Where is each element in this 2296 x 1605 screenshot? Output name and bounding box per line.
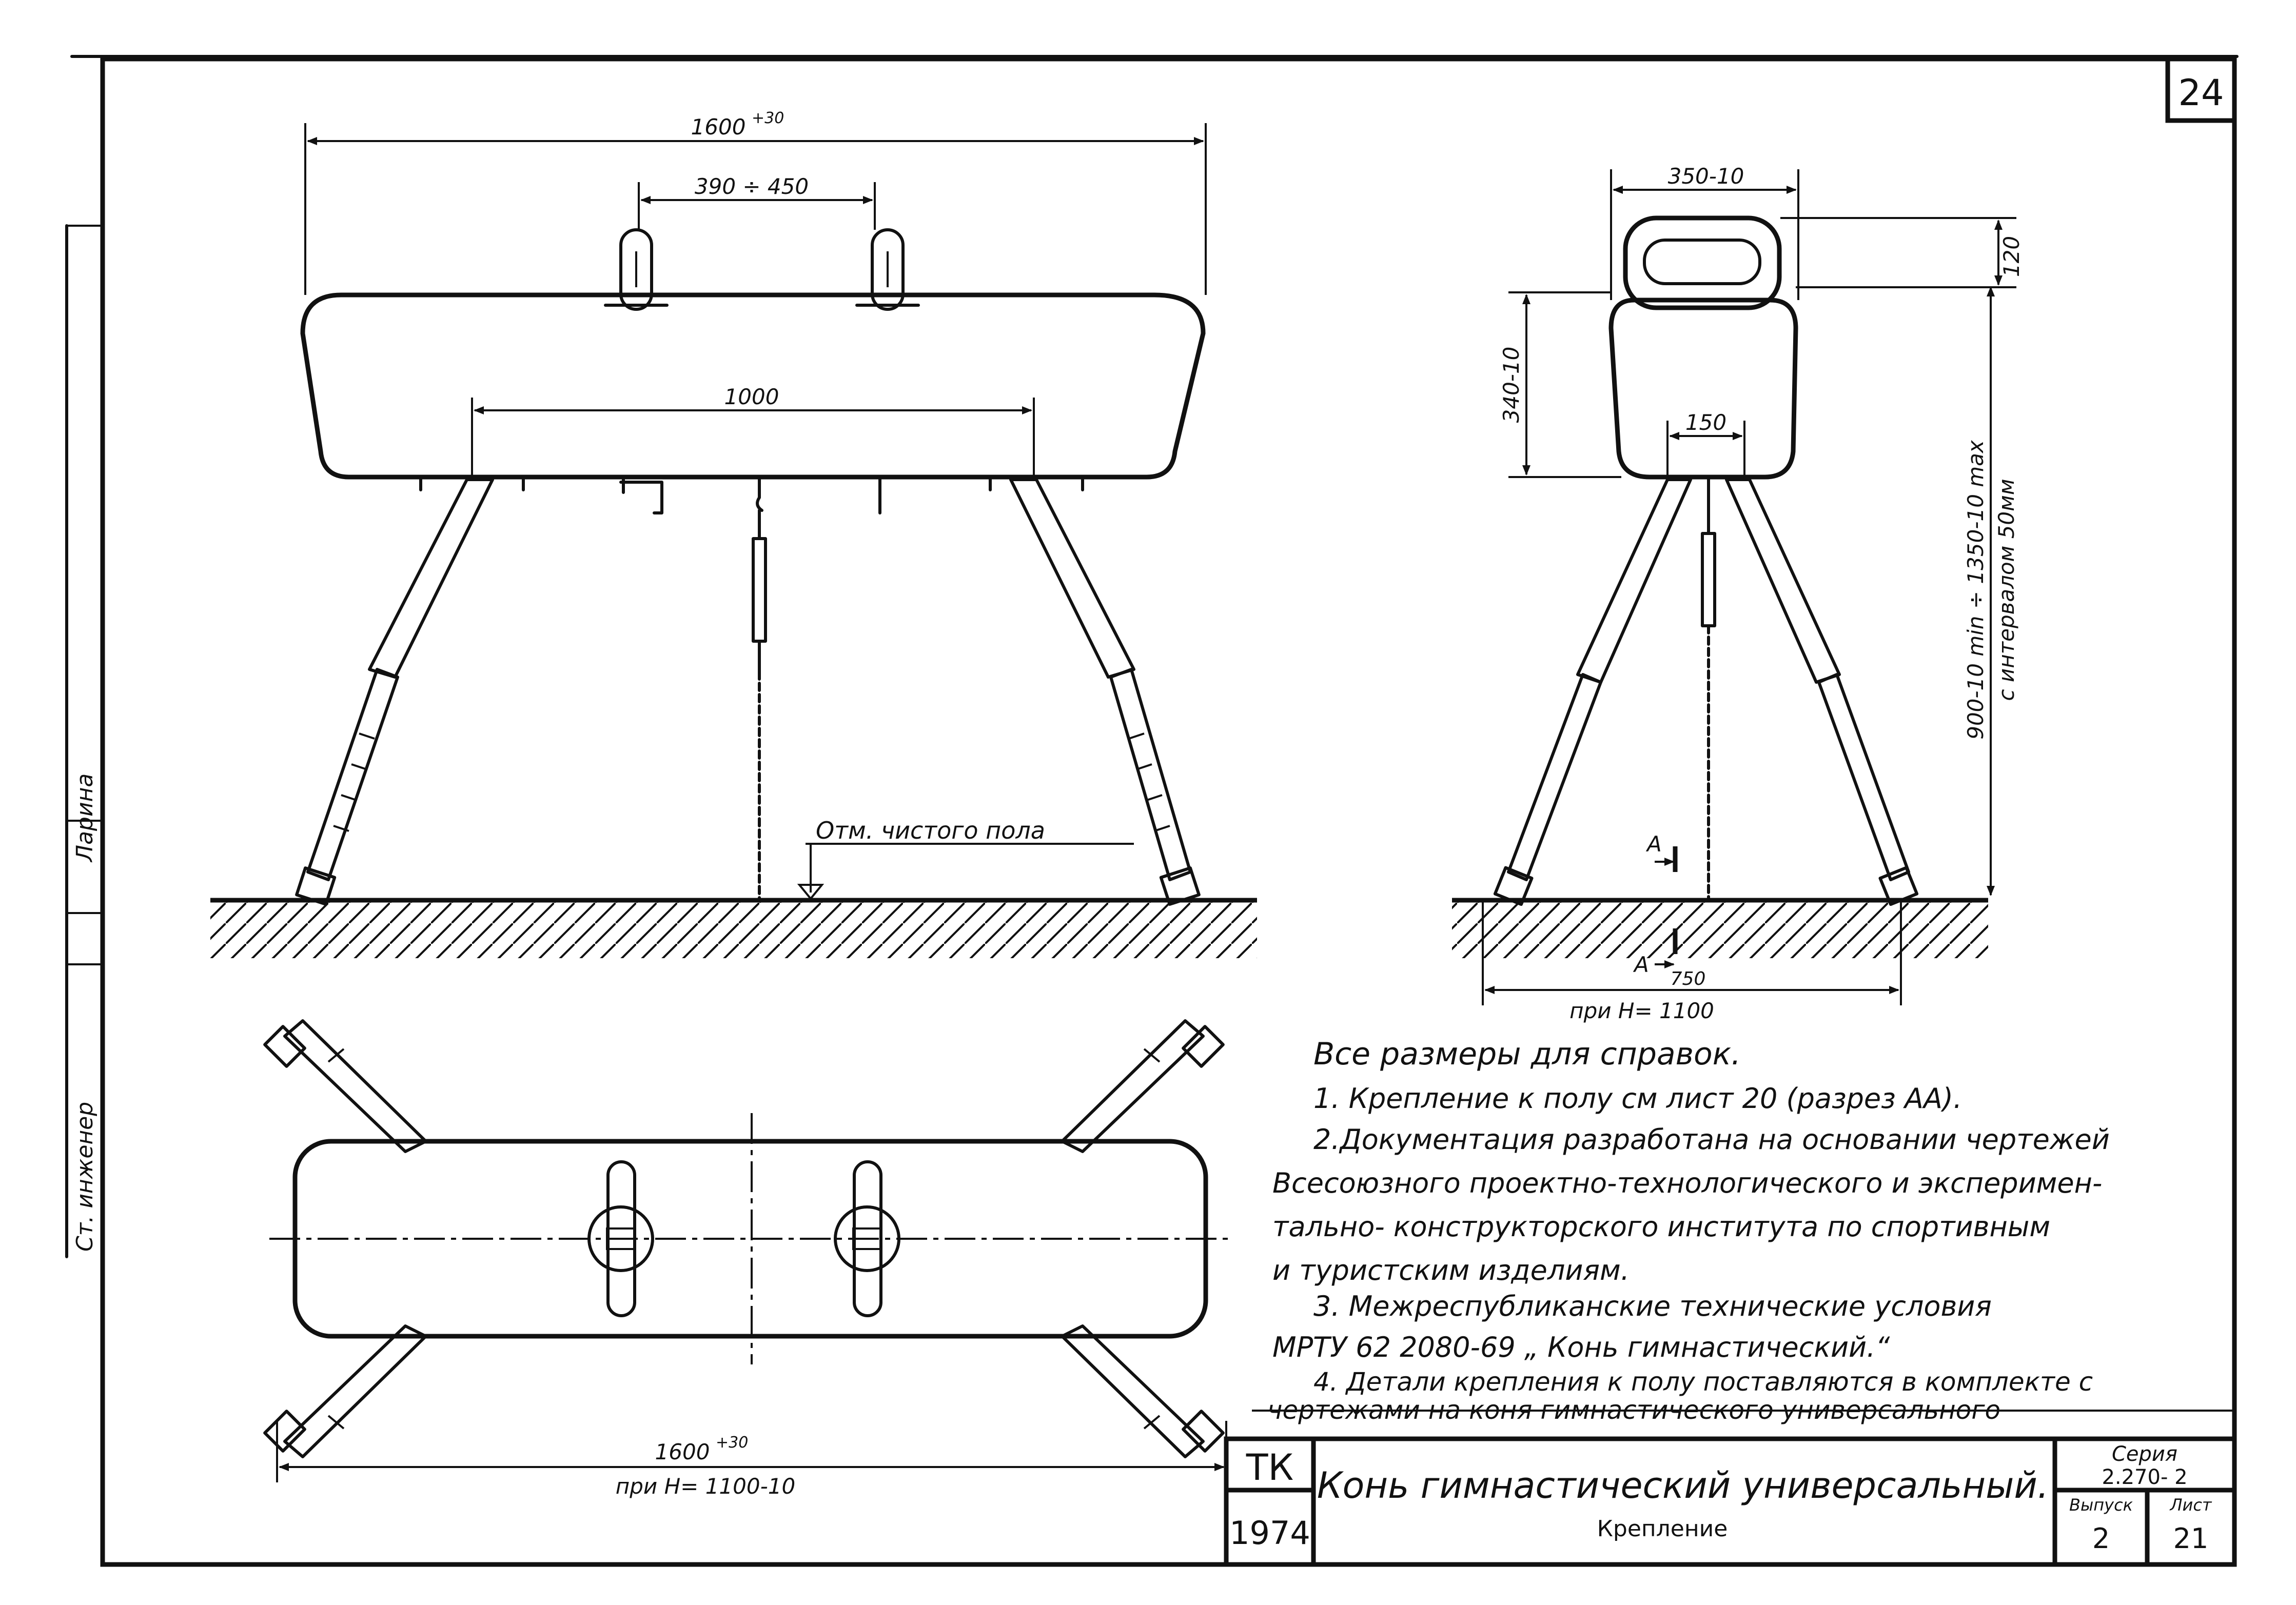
title-block-org: ТК (1246, 1447, 1293, 1489)
note-4-line-1: 4. Детали крепления к полу поставляются … (1313, 1367, 2093, 1397)
note-3-line-1: 3. Межреспубликанские технические услови… (1313, 1290, 1992, 1322)
margin-note-name: Ларина (72, 774, 98, 863)
dim-body-height-value: 340-10 (1499, 347, 1524, 423)
leg-left-side (1493, 478, 1692, 906)
pommel-horse-body-side (1608, 298, 1798, 480)
top-leg-se (1061, 1324, 1225, 1458)
title-block-year: 1974 (1229, 1514, 1310, 1552)
note-2-line-1: 2.Документация разработана на основании … (1313, 1123, 2110, 1156)
section-mark-a (1655, 846, 1678, 968)
note-2-line-2: Всесоюзного проектно-технологического и … (1272, 1167, 2103, 1199)
side-view: A A 350-10 120 340-10 150 (1452, 164, 2024, 1023)
top-leg-ne (1061, 1019, 1225, 1153)
handle-left-top (587, 1160, 654, 1317)
dim-height-range-line2: с интервалом 50мм (1994, 479, 2019, 701)
dim-top-length-value: 1600 (655, 1439, 710, 1464)
pommel-horse-body-front (300, 292, 1206, 480)
top-view: 1600 +30 при H= 1100-10 (263, 1019, 1229, 1499)
dim-side-width-value: 350-10 (1668, 164, 1744, 189)
dim-legs-spacing (471, 398, 1035, 480)
handle-side-hole (1643, 239, 1761, 285)
handle-right-top (834, 1160, 900, 1317)
page-number: 24 (2178, 72, 2224, 114)
title-block-title: Конь гимнастический универсальный. (1317, 1464, 2049, 1507)
sheet-frame (65, 55, 2239, 1567)
margin-note-role: Ст. инженер (72, 1102, 98, 1252)
floor-mark (797, 843, 1134, 901)
dim-top-width (1666, 421, 1745, 480)
dim-body-height (1508, 291, 1621, 478)
section-mark-top: A (1645, 831, 1662, 857)
dim-top-width-value: 150 (1685, 410, 1726, 435)
dim-base-width (1482, 900, 1902, 1005)
title-block (1224, 1410, 2237, 1567)
margin-note: Ст. инженер Ларина (72, 774, 98, 1252)
top-leg-nw (263, 1019, 427, 1153)
floor-hatch (210, 902, 1257, 958)
chain-side (1701, 478, 1716, 902)
notes-heading: Все размеры для справок. (1313, 1036, 1741, 1072)
leg-right-side (1725, 478, 1919, 906)
leg-right-front (1009, 478, 1201, 906)
base-note: при H= 1100 (1569, 998, 1714, 1023)
top-leg-sw (263, 1324, 427, 1458)
dim-handles-spacing-value: 390 ÷ 450 (695, 174, 809, 199)
leg-left-front (295, 478, 494, 906)
dim-side-width (1610, 169, 1799, 300)
title-block-sheet-label: Лист (2169, 1495, 2212, 1515)
note-3-line-2: МРТУ 62 2080-69 „ Конь гимнастический.“ (1272, 1331, 1890, 1363)
dim-top-length (276, 1421, 1227, 1482)
title-block-sheet-value: 21 (2173, 1522, 2209, 1555)
dim-legs-spacing-value: 1000 (724, 384, 779, 409)
title-block-subtitle: Крепление (1597, 1516, 1728, 1542)
title-block-issue-value: 2 (2092, 1522, 2110, 1555)
note-4-line-2: чертежами на коня гимнастического универ… (1267, 1395, 2001, 1425)
dim-total-length-front-tol: +30 (752, 109, 784, 127)
dim-height-range-line1: 900-10 min ÷ 1350-10 max (1963, 440, 1988, 740)
dim-top-length-tol: +30 (716, 1434, 748, 1452)
dim-handles-spacing (638, 182, 876, 230)
underside-fittings (419, 475, 1084, 514)
handle-right-front (855, 228, 920, 311)
dim-total-length-front-value: 1600 (691, 114, 746, 140)
dim-base-width-value: 750 (1671, 968, 1706, 989)
section-mark-bottom: A (1633, 952, 1649, 977)
title-block-series-label: Серия (2112, 1442, 2177, 1466)
page-number-box: 24 (2165, 56, 2237, 123)
front-view: Отм. чистого пола 1600 +30 390 ÷ 450 100… (210, 109, 1257, 958)
chain-front (752, 478, 767, 902)
note-2-line-4: и туристским изделиям. (1272, 1254, 1630, 1286)
title-block-series-value: 2.270- 2 (2102, 1465, 2187, 1489)
top-length-note: при H= 1100-10 (616, 1474, 795, 1499)
floor-label: Отм. чистого пола (816, 817, 1045, 844)
title-block-issue-label: Выпуск (2069, 1495, 2133, 1515)
dim-handle-height (1780, 217, 2016, 288)
dim-total-length-front (304, 123, 1207, 295)
side-floor-hatch (1452, 902, 1988, 958)
note-2-line-3: тально- конструкторского института по сп… (1272, 1211, 2051, 1243)
dim-handle-height-value: 120 (1999, 236, 2024, 277)
handle-left-front (604, 228, 669, 311)
note-1: 1. Крепление к полу см лист 20 (разрез А… (1313, 1082, 1963, 1115)
handle-side (1623, 215, 1782, 310)
